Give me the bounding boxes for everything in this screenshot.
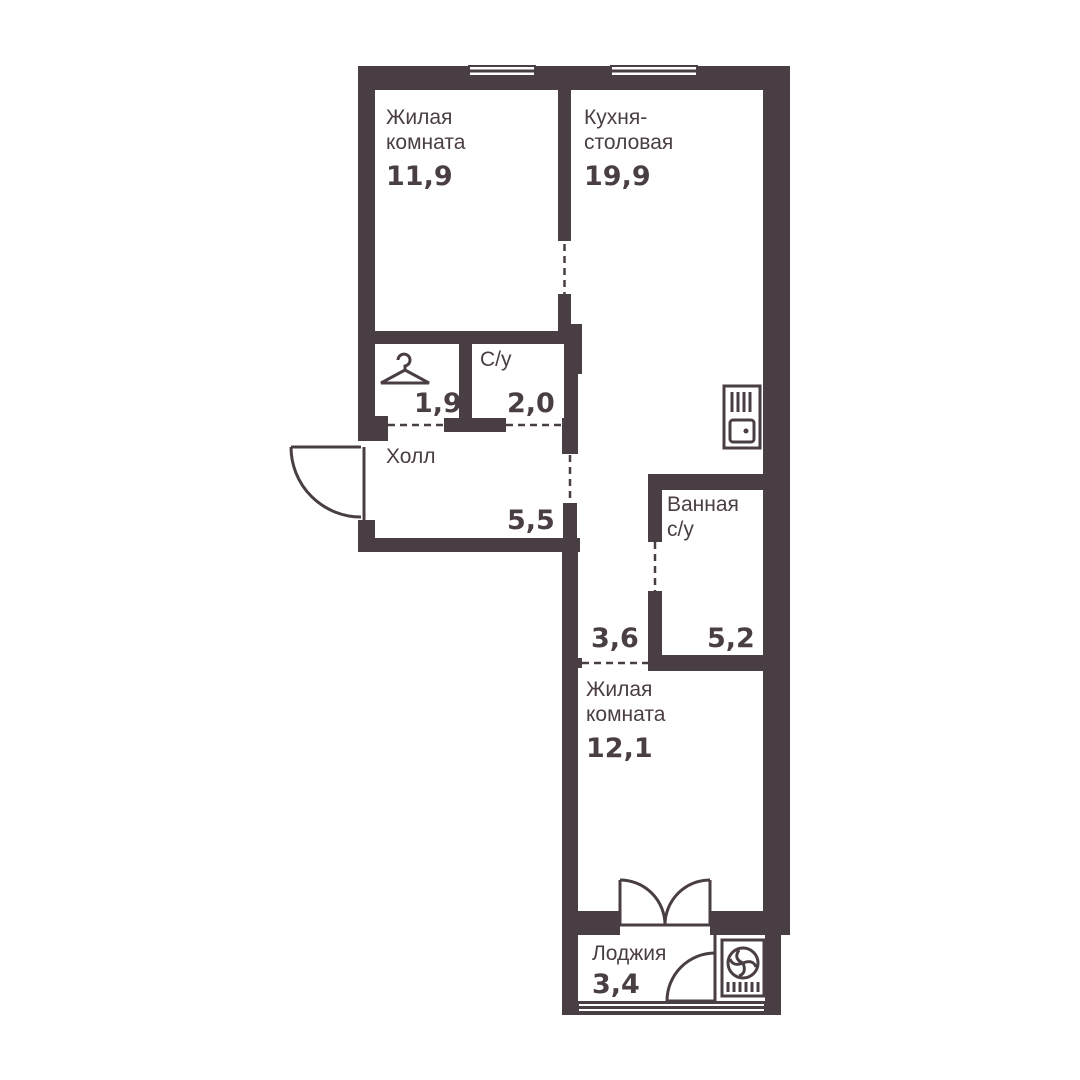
- fan-icon: [720, 938, 766, 998]
- room-living1-name-line2: комната: [386, 131, 466, 154]
- room-wc: С/у 2,0: [480, 348, 555, 419]
- room-hall-area: 5,5: [507, 505, 555, 536]
- room-bathroom: Ванная с/у 5,2: [667, 493, 755, 654]
- windows: [360, 65, 766, 1013]
- room-bathroom-name-line2: с/у: [667, 518, 694, 541]
- room-living1-name-line1: Жилая: [386, 106, 452, 129]
- room-loggia-name: Лоджия: [592, 942, 666, 965]
- room-living1: Жилая комната 11,9: [386, 106, 466, 192]
- room-kitchen-name-line2: столовая: [584, 131, 673, 154]
- room-living2-name-line1: Жилая: [586, 678, 652, 701]
- openings: [388, 244, 657, 665]
- room-living2-area: 12,1: [586, 733, 653, 764]
- walls: [358, 66, 790, 1015]
- room-hall-name: Холл: [386, 445, 436, 468]
- room-bathroom-area: 5,2: [707, 623, 755, 654]
- room-living2: Жилая комната 12,1: [586, 678, 666, 764]
- loggia-door-icon: [665, 935, 717, 1003]
- room-wc-area: 2,0: [507, 388, 555, 419]
- room-wc-name: С/у: [480, 348, 512, 371]
- room-loggia: Лоджия 3,4: [592, 942, 666, 1000]
- hanger-icon: [380, 352, 430, 385]
- room-corridor: 3,6: [591, 623, 639, 654]
- room-living2-name-line2: комната: [586, 703, 666, 726]
- sink-icon: [722, 384, 762, 450]
- balcony-door-icon: [618, 878, 712, 927]
- room-kitchen-area: 19,9: [584, 161, 651, 192]
- room-kitchen-name-line1: Кухня-: [584, 106, 647, 129]
- room-kitchen: Кухня- столовая 19,9: [584, 106, 673, 192]
- room-wardrobe: 1,9: [414, 388, 462, 419]
- room-loggia-area: 3,4: [592, 969, 640, 1000]
- room-bathroom-name-line1: Ванная: [667, 493, 739, 516]
- room-hall: Холл 5,5: [386, 445, 555, 536]
- room-corridor-area: 3,6: [591, 623, 639, 654]
- entrance-door-icon: [289, 445, 366, 520]
- room-living1-area: 11,9: [386, 161, 453, 192]
- room-wardrobe-area: 1,9: [414, 388, 462, 419]
